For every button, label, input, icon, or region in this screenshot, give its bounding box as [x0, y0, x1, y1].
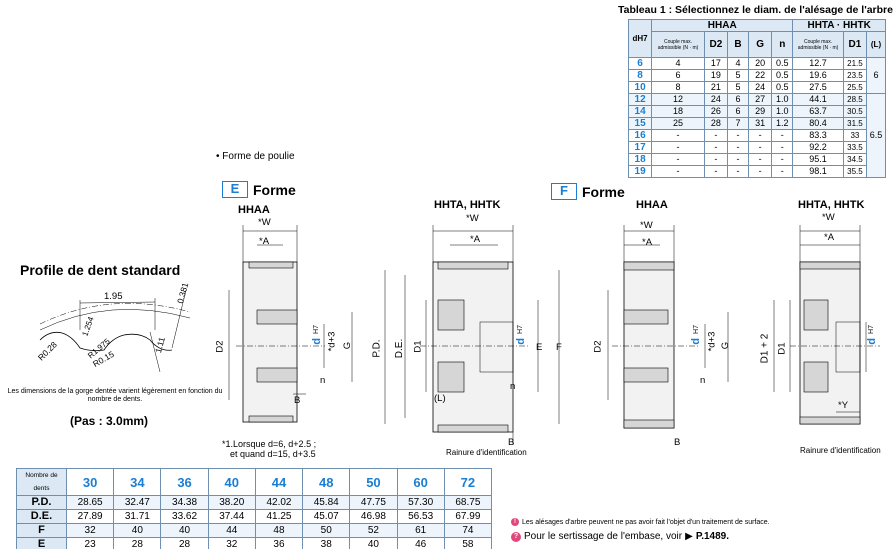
forme-e-hhaa-drawing	[228, 225, 353, 423]
e-hhaa-b: B	[294, 395, 301, 406]
col-d1-header: D1	[842, 31, 868, 58]
e-hhaa-d2: D2	[214, 340, 226, 353]
e-hhaa-d: d	[311, 338, 323, 345]
f-hhaa-w: *W	[640, 220, 653, 231]
fig-hhaa-f-label: HHAA	[636, 199, 668, 211]
e-hhta-ident: Rainure d'identification	[446, 448, 527, 457]
fig-hhta-e-label: HHTA, HHTK	[434, 199, 501, 211]
f-hhta-d: d	[866, 338, 878, 345]
bore-table: dH7 HHAA HHTA · HHTK Couple max. admissi…	[627, 19, 886, 178]
f-hhta-h7: H7	[867, 325, 875, 334]
e-hhta-f: F	[556, 342, 562, 353]
e-hhta-h7: H7	[516, 325, 524, 334]
profile-dim-195: 1.95	[104, 291, 123, 302]
e-hhta-d1: D1	[412, 340, 424, 353]
col-d2-header: D2	[703, 31, 729, 58]
f-hhaa-n: n	[700, 375, 706, 386]
profile-title: Profile de dent standard	[20, 262, 181, 278]
f-hhaa-h7: H7	[692, 325, 700, 334]
l-value-6-5: 6.5	[866, 93, 886, 178]
footnote-bore: ! Les alésages d'arbre peuvent ne pas av…	[511, 518, 770, 526]
e-hhta-a: *A	[470, 234, 481, 245]
pitch-label: (Pas : 3.0mm)	[70, 414, 149, 428]
forme-f-word: Forme	[582, 183, 625, 200]
f-hhta-y: *Y	[838, 400, 849, 411]
f-hhaa-a: *A	[642, 237, 653, 248]
col-n-header: n	[771, 31, 794, 58]
page-ref-icon: ▶	[685, 531, 693, 542]
teeth-table: Nombre de dents 30 34 36 40 44 48 50 60 …	[16, 468, 493, 549]
note-star-line1: *1.Lorsque d=6, d+2.5 ;	[222, 439, 317, 449]
forme-e-word: Forme	[253, 181, 296, 198]
f-hhta-ident: Rainure d'identification	[800, 446, 881, 455]
col-g-header: G	[748, 31, 773, 58]
forme-f-heading: F Forme	[551, 183, 625, 200]
note-star: *1.Lorsque d=6, d+2.5 ; et quand d=15, d…	[222, 439, 316, 459]
f-hhta-a: *A	[824, 232, 835, 243]
forme-e-hhta-drawing	[384, 225, 560, 445]
f-hhaa-d-plus-3: *d+3	[706, 331, 718, 352]
e-hhta-n: n	[510, 381, 516, 392]
forme-e-heading: E Forme	[222, 181, 296, 198]
teeth-corner-header: Nombre de dents	[16, 468, 67, 496]
e-hhta-de: D.E.	[394, 338, 406, 359]
e-hhta-l: (L)	[434, 393, 446, 404]
forme-f-box: F	[551, 183, 577, 200]
crimp-page-ref-link[interactable]: P.1489.	[695, 531, 729, 542]
e-hhaa-d-plus-3: *d+3	[326, 331, 338, 352]
fig-hhta-f-label: HHTA, HHTK	[798, 199, 865, 211]
group-hhta-header: HHTA · HHTK	[792, 19, 886, 32]
f-hhta-d1: D1	[776, 342, 788, 355]
e-hhaa-h7: H7	[312, 325, 320, 334]
pulley-shape-title: • Forme de poulie	[216, 151, 295, 162]
col-torque2-header: Couple max. admissible (N · m)	[792, 31, 844, 58]
forme-e-box: E	[222, 181, 248, 198]
warning-mark-icon: !	[511, 518, 519, 526]
e-hhaa-w: *W	[258, 217, 271, 228]
e-hhta-e: E	[536, 342, 543, 353]
group-hhaa-header: HHAA	[651, 19, 794, 32]
f-hhta-w: *W	[822, 212, 835, 223]
f-hhta-d1-plus-2: D1 + 2	[759, 333, 771, 364]
e-hhta-pd: P.D.	[371, 339, 383, 358]
f-hhaa-d: d	[690, 338, 702, 345]
e-hhaa-a: *A	[259, 236, 270, 247]
tooth-profile-drawing	[39, 289, 191, 373]
e-hhaa-n: n	[320, 375, 326, 386]
forme-f-hhaa-drawing	[607, 225, 729, 429]
forme-f-hhta-drawing	[773, 225, 880, 425]
f-hhaa-d2: D2	[592, 340, 604, 353]
l-value-6: 6	[866, 57, 886, 94]
e-hhta-d: d	[515, 338, 527, 345]
e-hhta-w: *W	[466, 213, 479, 224]
footnote-crimp: ? Pour le sertissage de l'embase, voir ▶…	[511, 531, 729, 542]
f-hhaa-g: G	[720, 341, 732, 350]
note-star-line2: et quand d=15, d+3.5	[230, 449, 316, 459]
col-d-header: dH7	[627, 19, 653, 58]
e-hhta-b: B	[508, 437, 515, 448]
profile-note: Les dimensions de la gorge dentée varien…	[7, 388, 223, 403]
col-b-header: B	[726, 31, 750, 58]
col-l-header: (L)	[866, 31, 886, 58]
pin-mark-icon: ?	[511, 531, 521, 542]
f-hhaa-b: B	[674, 437, 681, 448]
bore-table-title: Tableau 1 : Sélectionnez le diam. de l'a…	[618, 4, 893, 16]
e-hhaa-g: G	[342, 341, 354, 350]
fig-hhaa-e-label: HHAA	[238, 204, 270, 216]
